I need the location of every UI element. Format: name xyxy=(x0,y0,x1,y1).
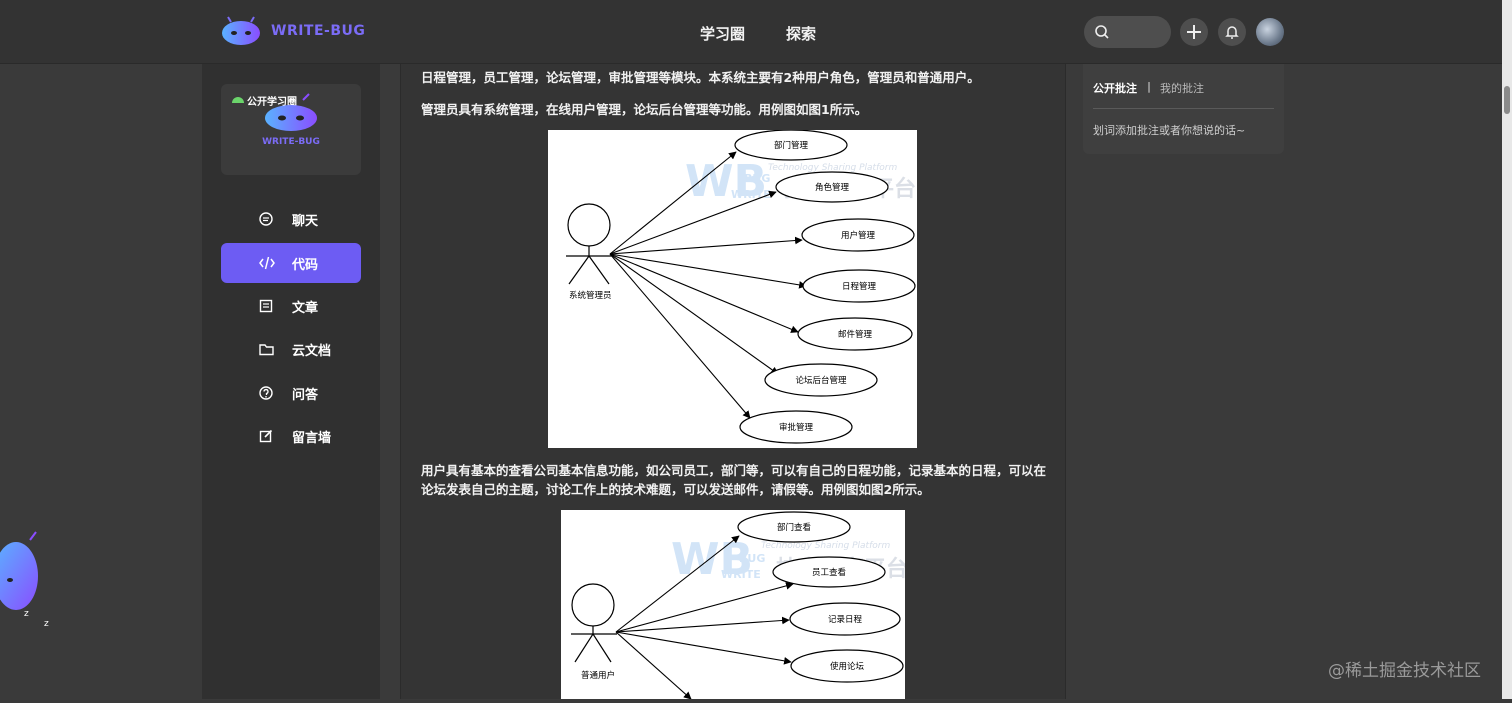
actor-admin xyxy=(566,203,612,285)
question-icon xyxy=(259,386,273,400)
sidebar-item-cloud-docs[interactable]: 云文档 xyxy=(221,329,361,369)
nav-explore[interactable]: 探索 xyxy=(786,25,817,43)
left-sidebar: 公开学习圈 WRITE-BUG 聊天 代码 文章 xyxy=(202,64,380,699)
use-case-label: 部门查看 xyxy=(777,522,811,533)
floating-mascot-icon[interactable]: z z xyxy=(0,528,56,632)
user-avatar[interactable] xyxy=(1256,18,1284,46)
actor-user xyxy=(571,583,617,663)
code-icon xyxy=(259,256,275,270)
paragraph: 论坛发表自己的主题，讨论工作上的技术难题，可以发送邮件，请假等。用例图如图2所示… xyxy=(421,482,930,497)
paragraph: 管理员具有系统管理，在线用户管理，论坛后台管理等功能。用例图如图1所示。 xyxy=(421,102,868,117)
tab-public-annotations[interactable]: 公开批注 xyxy=(1093,82,1137,95)
actor-admin-label: 系统管理员 xyxy=(569,290,612,301)
mascot-logo-icon xyxy=(222,16,260,45)
brand-logo[interactable]: WRITE-BUG xyxy=(221,16,365,46)
scrollbar-thumb[interactable] xyxy=(1504,86,1510,114)
use-case-diagram-1: WB BUG WRITE Technology Sharing Platform… xyxy=(548,129,917,448)
sidebar-item-code[interactable]: 代码 xyxy=(221,243,361,283)
watermark-write: WRITE xyxy=(721,568,761,581)
use-case-label: 员工查看 xyxy=(812,567,846,578)
brand-name: WRITE-BUG xyxy=(271,23,366,39)
top-bar: WRITE-BUG 学习圈 探索 xyxy=(0,0,1512,64)
search-icon xyxy=(1095,25,1109,39)
use-case-label: 使用论坛 xyxy=(830,661,865,672)
association-lines xyxy=(615,535,794,700)
watermark-bug: BUG xyxy=(739,552,765,565)
sidebar-item-qa[interactable]: 问答 xyxy=(221,373,361,413)
use-case-label: 日程管理 xyxy=(842,281,877,292)
footer-watermark: @稀土掘金技术社区 xyxy=(1328,661,1481,681)
use-case-diagram-1-svg: WB BUG WRITE Technology Sharing Platform… xyxy=(566,129,916,444)
watermark-en: Technology Sharing Platform xyxy=(761,541,890,551)
notifications-button[interactable] xyxy=(1218,18,1246,46)
sidebar-item-article[interactable]: 文章 xyxy=(221,286,361,326)
watermark-write: WRITE xyxy=(731,188,771,201)
mascot-icon xyxy=(265,93,317,131)
edit-icon xyxy=(259,429,273,443)
plus-icon xyxy=(1187,25,1201,39)
use-case-label: 用户管理 xyxy=(841,230,876,241)
sidebar-item-label: 留言墙 xyxy=(292,431,332,446)
circle-card-label: 公开学习圈 xyxy=(247,97,297,108)
tab-separator: | xyxy=(1147,80,1152,93)
right-gutter xyxy=(1304,64,1502,699)
article-icon xyxy=(259,299,273,313)
paragraph: 用户具有基本的查看公司基本信息功能，如公司员工，部门等，可以有自己的日程功能，记… xyxy=(421,463,1047,478)
tab-my-annotations[interactable]: 我的批注 xyxy=(1160,82,1204,95)
annotation-panel: 公开批注 | 我的批注 划词添加批注或者你想说的话~ xyxy=(1083,64,1284,154)
circle-card-brand: WRITE-BUG xyxy=(262,137,320,147)
association-lines xyxy=(609,151,807,419)
sidebar-item-label: 云文档 xyxy=(292,344,332,359)
sidebar-item-message-wall[interactable]: 留言墙 xyxy=(221,416,361,456)
svg-text:z: z xyxy=(24,609,29,619)
paragraph: 日程管理，员工管理，论坛管理，审批管理等模块。本系统主要有2种用户角色，管理员和… xyxy=(421,70,980,85)
use-case-ellipses xyxy=(737,511,904,683)
sidebar-item-label: 文章 xyxy=(292,301,319,316)
watermark-bug: BUG xyxy=(744,172,770,185)
use-case-diagram-2: WB BUG WRITE Technology Sharing Platform… xyxy=(561,510,908,700)
sidebar-item-label: 代码 xyxy=(292,258,319,273)
sidebar-item-label: 聊天 xyxy=(292,214,319,229)
watermark-en: Technology Sharing Platform xyxy=(768,163,897,173)
svg-text:z: z xyxy=(44,619,49,629)
use-case-label: 邮件管理 xyxy=(838,329,873,340)
use-case-label: 论坛后台管理 xyxy=(795,375,847,386)
use-case-label: 角色管理 xyxy=(815,182,850,193)
sidebar-item-label: 问答 xyxy=(292,388,319,403)
use-case-label: 审批管理 xyxy=(779,422,814,433)
article-content: 日程管理，员工管理，论坛管理，审批管理等模块。本系统主要有2种用户角色，管理员和… xyxy=(400,64,1066,700)
search-input[interactable] xyxy=(1084,16,1171,48)
use-case-label: 部门管理 xyxy=(774,140,809,151)
use-case-diagram-2-svg: WB BUG WRITE Technology Sharing Platform… xyxy=(571,511,908,700)
use-case-ellipses xyxy=(734,129,916,444)
add-button[interactable] xyxy=(1180,18,1208,46)
nav-study-circle[interactable]: 学习圈 xyxy=(700,25,746,43)
sidebar-item-chat[interactable]: 聊天 xyxy=(221,199,361,239)
chat-icon xyxy=(259,212,273,226)
divider xyxy=(1093,108,1274,109)
actor-user-label: 普通用户 xyxy=(581,670,615,681)
circle-card[interactable]: 公开学习圈 WRITE-BUG xyxy=(221,84,361,175)
svg-text:WB: WB xyxy=(685,156,767,207)
android-icon xyxy=(232,97,244,103)
annotation-hint[interactable]: 划词添加批注或者你想说的话~ xyxy=(1093,124,1246,137)
bell-icon xyxy=(1225,26,1239,39)
folder-icon xyxy=(259,344,274,356)
use-case-label: 记录日程 xyxy=(828,615,863,625)
page-scrollbar[interactable] xyxy=(1502,0,1512,699)
